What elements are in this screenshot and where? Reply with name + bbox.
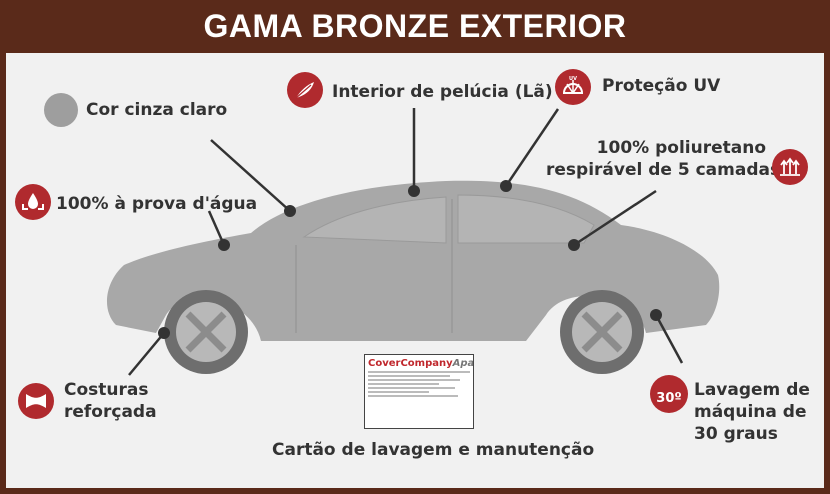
wash-line-3: 30 graus (694, 424, 778, 444)
polyurethane-line-2: respirável de 5 camadas (546, 160, 781, 180)
feather-icon (287, 72, 323, 108)
seams-icon (18, 383, 54, 419)
point-waterproof (218, 239, 230, 251)
car-window-rear (457, 194, 595, 244)
car-window-front (302, 196, 447, 244)
car-illustration (106, 108, 720, 376)
layers-arrows-icon (772, 149, 808, 185)
point-uv (500, 180, 512, 192)
polyurethane-line-1: 100% poliuretano (596, 138, 766, 158)
care-card-image: CoverCompanyAparcamiento (364, 354, 474, 429)
wash-temp-label: 30º (656, 390, 682, 406)
feature-polyurethane: 100% poliuretano respirável de 5 camadas (546, 137, 781, 181)
care-card-brand-red: CoverCompany (368, 358, 453, 369)
feature-plush: Interior de pelúcia (Lã) (332, 82, 553, 102)
page-title: GAMA BRONZE EXTERIOR (203, 7, 627, 44)
feature-waterproof: 100% à prova d'água (56, 194, 258, 214)
point-plush (408, 185, 420, 197)
feature-uv: Proteção UV (602, 76, 721, 96)
care-card-brand-grey: Aparcamiento (452, 358, 474, 369)
seams-line-2: reforçada (64, 402, 157, 422)
water-drop-icon (15, 184, 51, 220)
point-wash (650, 309, 662, 321)
feature-wash: Lavagem de máquina de 30 graus (694, 379, 810, 445)
uv-sun-icon: UV (555, 69, 591, 105)
uv-badge: UV (569, 76, 577, 82)
point-polyurethane (568, 239, 580, 251)
point-color (284, 205, 296, 217)
feature-color: Cor cinza claro (86, 100, 228, 120)
point-seams (158, 327, 170, 339)
feature-seams: Costuras reforçada (64, 379, 157, 423)
color-swatch-icon (44, 93, 78, 127)
seams-line-1: Costuras (64, 380, 149, 400)
feature-panel: Cor cinza claro 100% à prova d'água Inte… (6, 53, 824, 488)
wash-30-icon: 30º (650, 375, 688, 413)
feature-care-card: Cartão de lavagem e manutenção (272, 440, 595, 460)
wash-line-2: máquina de (694, 402, 807, 422)
wash-line-1: Lavagem de (694, 380, 810, 400)
care-card-brand: CoverCompanyAparcamiento (368, 358, 473, 369)
